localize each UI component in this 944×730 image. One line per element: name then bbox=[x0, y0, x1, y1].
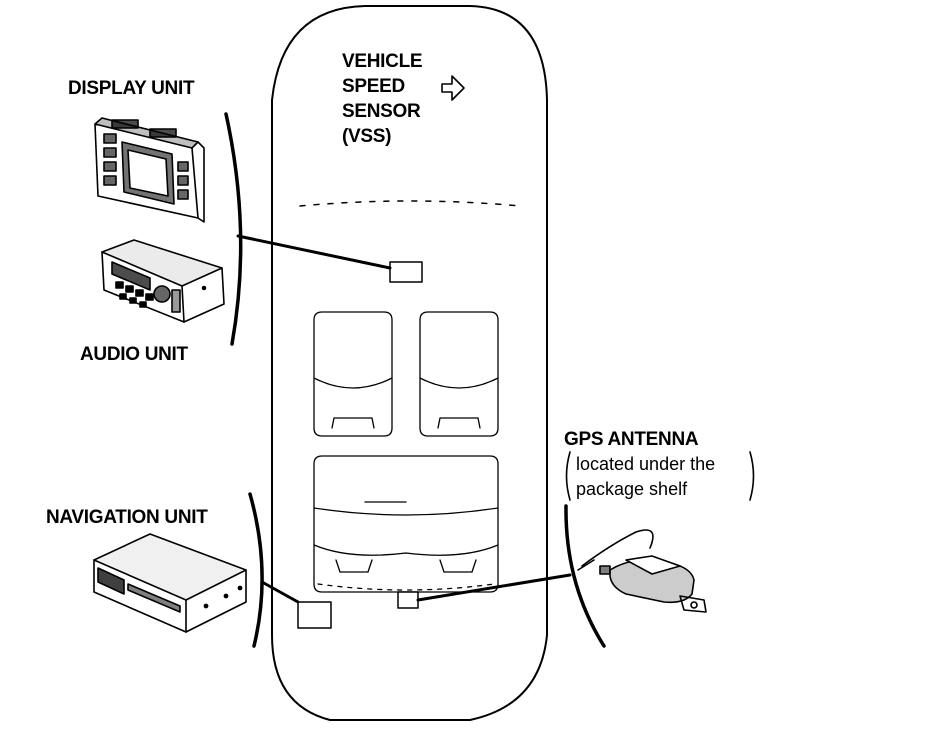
vss-label-line-4: (VSS) bbox=[342, 126, 392, 147]
gps-note-line-1: located under the bbox=[576, 454, 716, 474]
vehicle-body-outline bbox=[271, 5, 548, 721]
display-audio-bracket bbox=[224, 112, 243, 346]
rear-bench-seat bbox=[313, 455, 499, 593]
gps-antenna-location-box bbox=[397, 591, 419, 609]
audio-unit-label: AUDIO UNIT bbox=[80, 344, 188, 365]
gps-antenna-label: GPS ANTENNA bbox=[564, 429, 699, 450]
front-direction-arrow-icon bbox=[441, 75, 465, 101]
audio-unit-illustration bbox=[101, 239, 225, 323]
navigation-bracket bbox=[248, 492, 264, 648]
group-brackets bbox=[224, 112, 606, 648]
windshield-line bbox=[299, 200, 521, 207]
leader-lines bbox=[236, 234, 572, 604]
vss-label-line-1: VEHICLE bbox=[342, 51, 423, 72]
vss-label-line-2: SPEED bbox=[342, 76, 405, 97]
gps-leader-line bbox=[416, 573, 572, 602]
navigation-leader-line bbox=[260, 580, 300, 604]
display-audio-location-box bbox=[389, 261, 423, 283]
gps-note-brackets bbox=[565, 451, 755, 501]
display-audio-leader-line bbox=[236, 234, 392, 270]
vss-label-line-3: SENSOR bbox=[342, 101, 421, 122]
navigation-unit-location-box bbox=[297, 601, 332, 629]
front-left-seat bbox=[313, 311, 393, 437]
gps-note-line-2: package shelf bbox=[576, 479, 688, 499]
gps-bracket bbox=[564, 504, 606, 648]
vehicle-top-view bbox=[271, 5, 548, 721]
display-unit-illustration bbox=[94, 117, 205, 223]
gps-antenna-cable bbox=[581, 529, 654, 567]
navigation-unit-illustration bbox=[93, 533, 247, 633]
display-unit-label: DISPLAY UNIT bbox=[68, 78, 195, 99]
front-right-seat bbox=[419, 311, 499, 437]
gps-antenna-illustration bbox=[577, 529, 707, 613]
navigation-unit-label: NAVIGATION UNIT bbox=[46, 507, 208, 528]
